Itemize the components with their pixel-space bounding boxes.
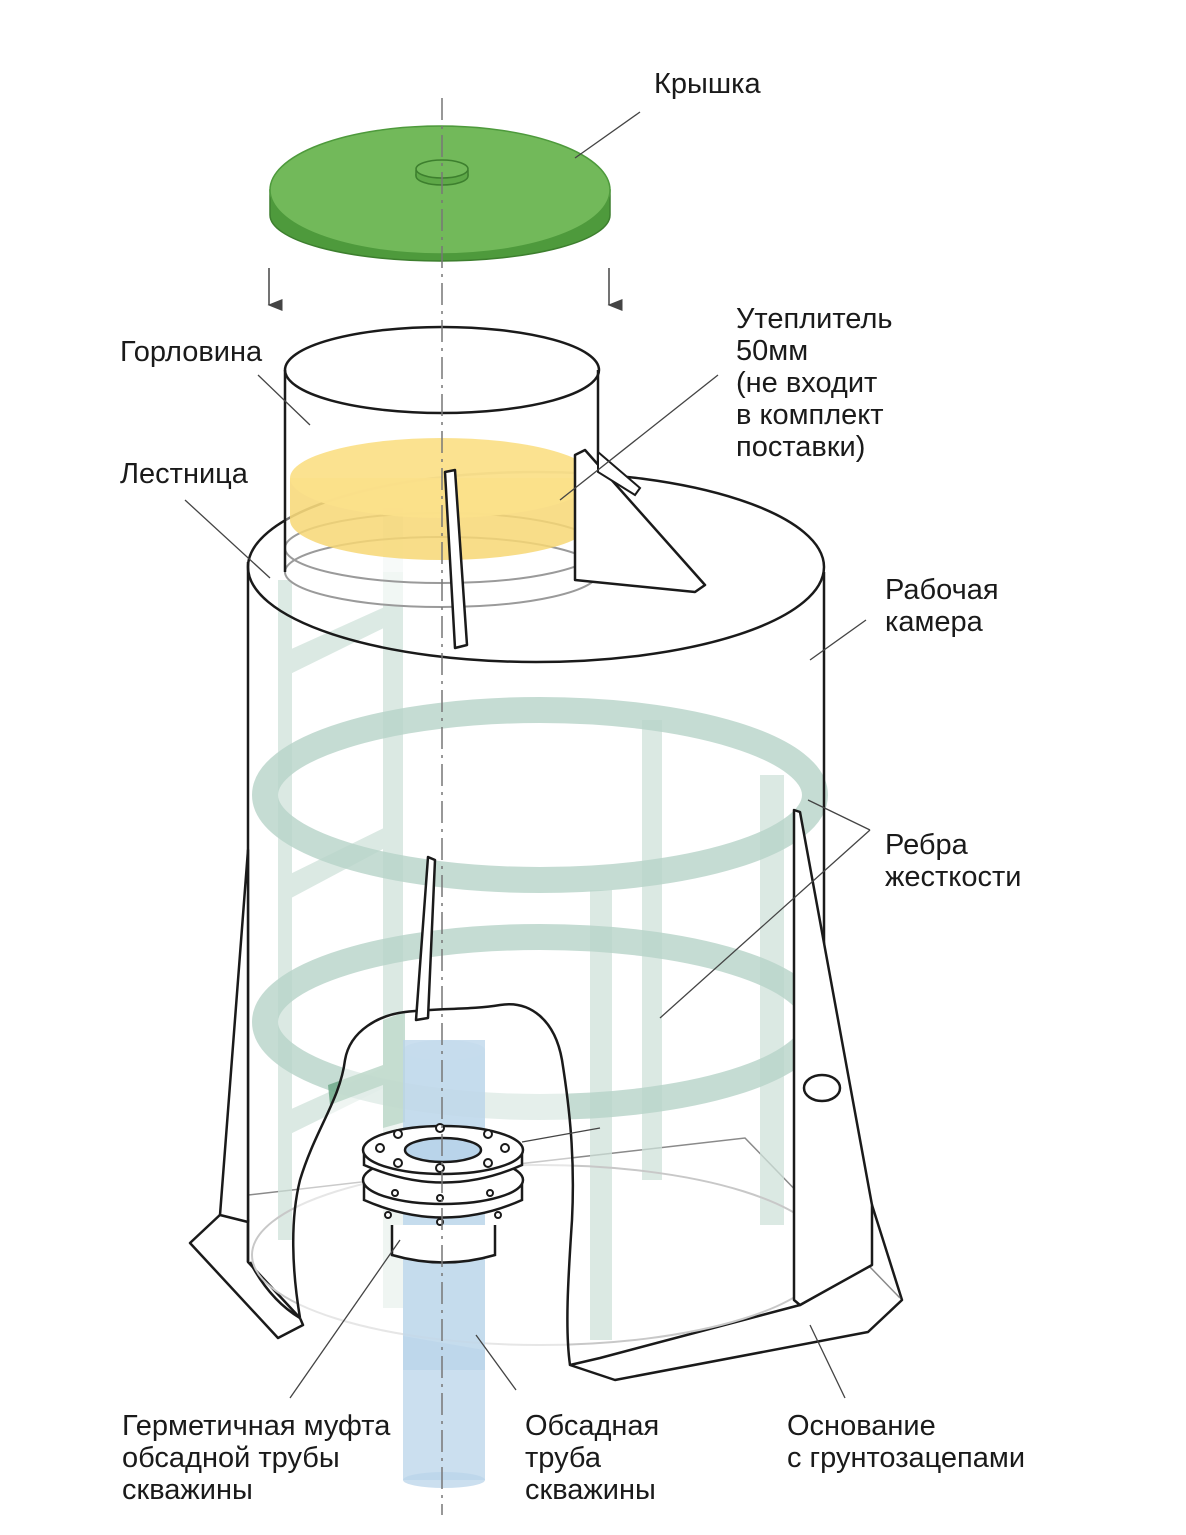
label-ribs: Ребра жесткости [885, 829, 1022, 893]
neck-rib-small [597, 449, 642, 497]
label-base: Основание с грунтозацепами [787, 1410, 1026, 1474]
assembly-arrows [267, 268, 623, 311]
label-lid: Крышка [654, 68, 761, 100]
neck-rib-left [443, 468, 469, 650]
rib-right-outer [792, 808, 874, 1307]
neck-rib-right [573, 448, 707, 594]
lid [269, 125, 611, 262]
label-casing: Обсадная труба скважины [525, 1410, 660, 1506]
label-coupling: Герметичная муфта обсадной трубы скважин… [122, 1410, 391, 1506]
rib-inner-middle [414, 855, 437, 1022]
label-chamber: Рабочая камера [885, 574, 999, 638]
label-ladder: Лестница [120, 458, 248, 490]
label-insulation: Утеплитель 50мм (не входит в комплект по… [736, 303, 893, 463]
rib-hole [802, 1073, 842, 1103]
label-neck: Горловина [120, 336, 263, 368]
leader-lines [184, 111, 871, 1399]
rib-left-outer [218, 848, 250, 1224]
